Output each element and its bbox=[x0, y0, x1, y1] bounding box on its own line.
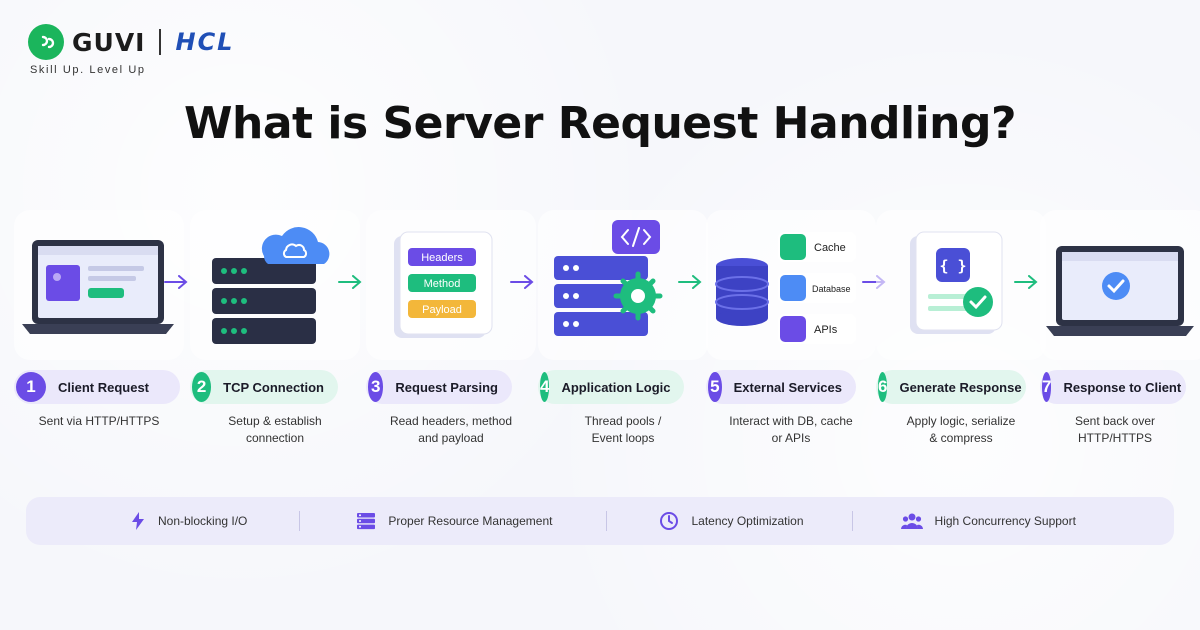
step-description: Apply logic, serialize & compress bbox=[906, 414, 1016, 445]
step-label: 7 Response to Client bbox=[1040, 370, 1186, 404]
service-apis: APIs bbox=[814, 324, 838, 336]
step-title: Generate Response bbox=[899, 379, 1022, 395]
server-gear-icon bbox=[554, 220, 663, 336]
feature-item: Proper Resource Management bbox=[356, 512, 552, 530]
step-title: Request Parsing bbox=[395, 379, 498, 395]
step-label: 5 External Services bbox=[706, 370, 856, 404]
code-document-icon: { } bbox=[910, 231, 1003, 334]
arrow-right-icon bbox=[338, 275, 362, 289]
service-cache: Cache bbox=[814, 242, 846, 254]
brand-logo: GUVI HCL Skill Up. Level Up bbox=[28, 24, 234, 76]
brand-tagline: Skill Up. Level Up bbox=[30, 64, 146, 76]
tag-method: Method bbox=[424, 278, 461, 290]
guvi-logo-icon bbox=[28, 24, 64, 60]
step-description: Sent via HTTP/HTTPS bbox=[38, 414, 160, 428]
feature-label: Latency Optimization bbox=[691, 514, 804, 528]
step-label: 2 TCP Connection bbox=[190, 370, 338, 404]
step-description: Setup & establish connection bbox=[228, 414, 322, 445]
logo-divider bbox=[159, 29, 162, 55]
step-tcp-connection: 2 TCP Connection Setup & establish conne… bbox=[190, 210, 360, 465]
step-generate-response: { } 6 Generate Response Apply logic, ser… bbox=[876, 210, 1046, 465]
arrow-right-icon bbox=[164, 275, 188, 289]
feature-label: High Concurrency Support bbox=[934, 514, 1076, 528]
divider bbox=[606, 511, 608, 531]
database-icon: Cache Database APIs bbox=[715, 232, 856, 344]
feature-item: Latency Optimization bbox=[659, 511, 804, 531]
step-label: 4 Application Logic bbox=[538, 370, 684, 404]
laptop-check-icon bbox=[1046, 246, 1194, 336]
feature-label: Non-blocking I/O bbox=[158, 514, 248, 528]
server-stack-icon bbox=[357, 513, 376, 530]
step-number: 5 bbox=[708, 372, 722, 402]
step-title: Application Logic bbox=[561, 379, 671, 395]
step-title: Client Request bbox=[58, 379, 150, 395]
step-title: TCP Connection bbox=[223, 379, 324, 395]
arrow-right-icon bbox=[510, 275, 534, 289]
features-bar: Non-blocking I/O Proper Resource Managem… bbox=[26, 497, 1174, 545]
process-steps: 1 Client Request Sent via HTTP/HTTPS 2 T… bbox=[0, 210, 1200, 470]
clock-icon bbox=[660, 512, 679, 530]
step-response-to-client: 7 Response to Client Sent back over HTTP… bbox=[1040, 210, 1200, 465]
arrow-right-icon bbox=[1014, 275, 1038, 289]
step-description: Thread pools / Event loops bbox=[584, 414, 662, 445]
step-number: 3 bbox=[368, 372, 384, 402]
step-number: 7 bbox=[1042, 372, 1052, 402]
tag-payload: Payload bbox=[422, 304, 462, 316]
partner-name: HCL bbox=[175, 28, 235, 56]
step-number: 2 bbox=[192, 372, 212, 402]
tag-headers: Headers bbox=[421, 252, 463, 264]
step-number: 6 bbox=[878, 372, 888, 402]
laptop-icon bbox=[22, 240, 174, 334]
step-external-services: Cache Database APIs 5 External Services … bbox=[706, 210, 876, 465]
divider bbox=[299, 511, 301, 531]
lightning-icon bbox=[132, 512, 144, 530]
step-title: Response to Client bbox=[1063, 379, 1182, 395]
step-application-logic: 4 Application Logic Thread pools / Event… bbox=[538, 210, 708, 465]
service-database: Database bbox=[812, 284, 851, 294]
server-cloud-icon bbox=[212, 227, 330, 344]
users-icon bbox=[900, 513, 923, 529]
divider bbox=[851, 511, 853, 531]
feature-item: Non-blocking I/O bbox=[130, 511, 247, 531]
feature-item: High Concurrency Support bbox=[900, 512, 1076, 530]
step-label: 1 Client Request bbox=[14, 370, 180, 404]
step-description: Read headers, method and payload bbox=[389, 414, 513, 445]
step-description: Sent back over HTTP/HTTPS bbox=[1074, 414, 1156, 445]
page-title: What is Server Request Handling? bbox=[183, 98, 1017, 149]
step-label: 6 Generate Response bbox=[876, 370, 1026, 404]
step-label: 3 Request Parsing bbox=[366, 370, 512, 404]
parse-stack-icon: Headers Method Payload bbox=[394, 231, 493, 338]
brand-name: GUVI bbox=[72, 27, 146, 57]
svg-text:{ }: { } bbox=[939, 257, 966, 275]
step-number: 1 bbox=[16, 372, 46, 402]
arrow-right-icon bbox=[678, 275, 702, 289]
step-description: Interact with DB, cache or APIs bbox=[729, 414, 853, 445]
step-request-parsing: Headers Method Payload 3 Request Parsing… bbox=[366, 210, 536, 465]
step-title: External Services bbox=[733, 379, 842, 395]
step-number: 4 bbox=[540, 372, 550, 402]
step-client-request: 1 Client Request Sent via HTTP/HTTPS bbox=[14, 210, 184, 465]
feature-label: Proper Resource Management bbox=[388, 514, 553, 528]
